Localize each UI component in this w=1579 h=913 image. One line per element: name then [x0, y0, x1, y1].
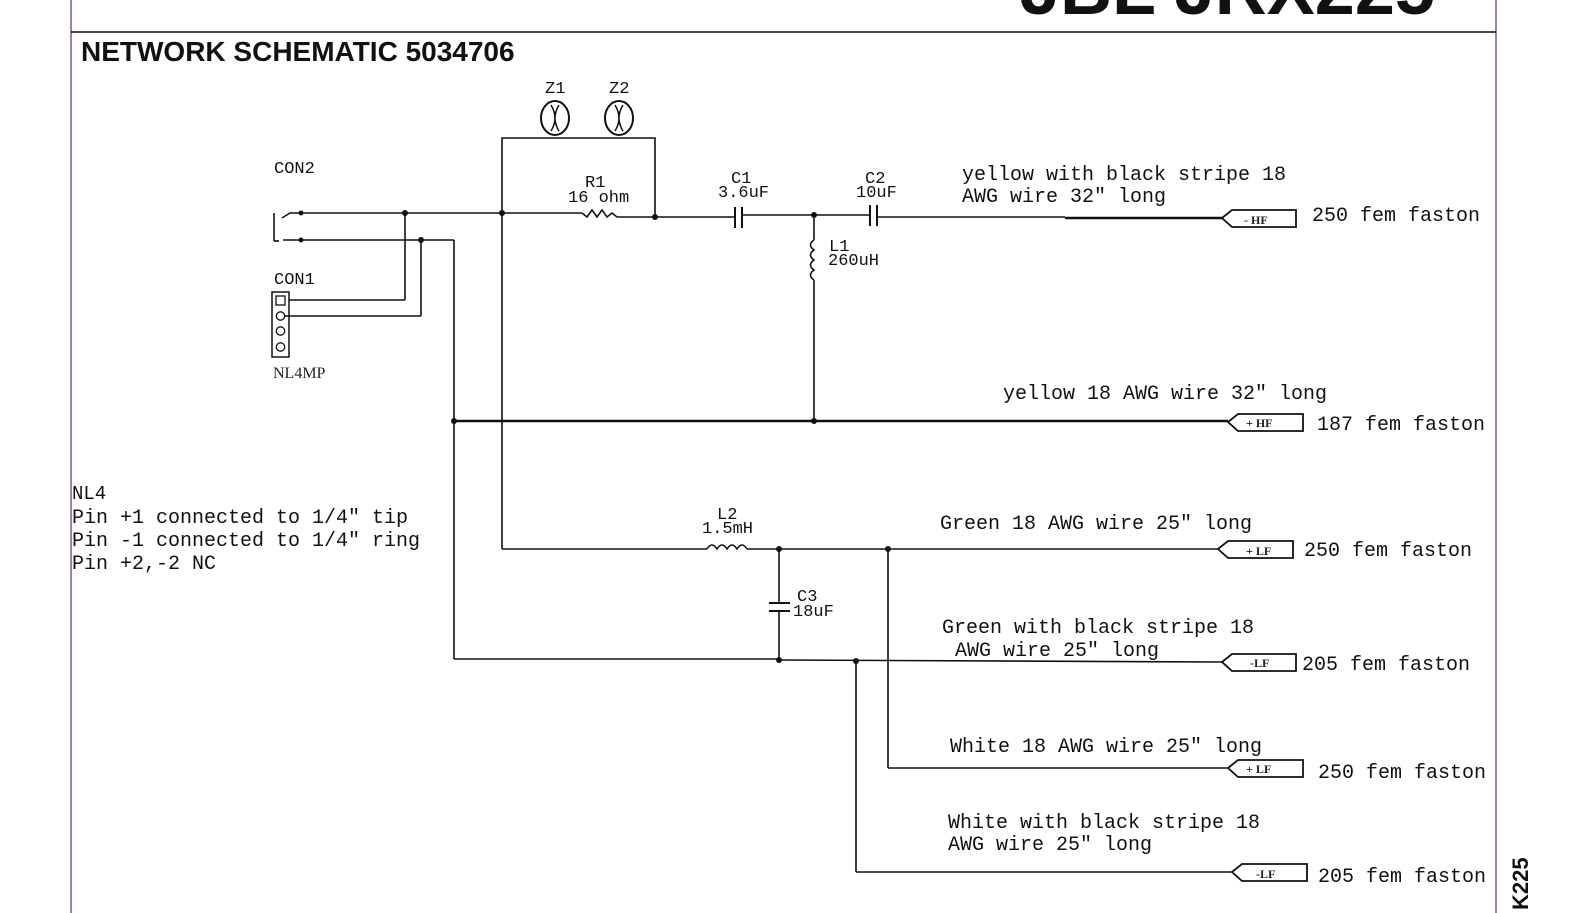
c1-name: C1 [731, 170, 751, 189]
con2-jack-symbol [273, 210, 304, 243]
z1-label: Z1 [545, 80, 565, 99]
notes-line1: Pin +1 connected to 1/4" tip [72, 507, 408, 530]
r1-name: R1 [585, 174, 605, 193]
l2-value: 1.5mH [702, 520, 753, 539]
faston-tag-hf-neg [1220, 209, 1297, 228]
banner-fragment: JBL JRX225 [1020, 0, 1435, 30]
faston-tag-hf-neg-label: - HF [1244, 213, 1268, 227]
wire-lf-neg-1-line2: AWG wire 25" long [955, 640, 1159, 663]
wire-lf-pos-2-line1: White 18 AWG wire 25" long [950, 736, 1262, 759]
faston-tag-lf-neg-1 [1220, 653, 1297, 672]
faston-tag-lf-pos-2 [1226, 759, 1304, 778]
l1-name: L1 [829, 238, 849, 257]
faston-tag-hf-pos-label: + HF [1246, 416, 1273, 430]
c3-name: C3 [797, 588, 817, 607]
wire-lf-neg-2-line1: White with black stripe 18 [948, 812, 1260, 835]
notes-line3: Pin +2,-2 NC [72, 553, 216, 576]
z2-lamp-symbol [604, 100, 634, 136]
con2-label: CON2 [274, 160, 315, 179]
notes-title: NL4 [72, 483, 106, 505]
con1-nl4-symbol [271, 291, 290, 358]
c2-name: C2 [865, 170, 885, 189]
faston-tag-lf-pos-2-label: + LF [1246, 762, 1271, 776]
terminal-lf-neg-1: 205 fem faston [1302, 654, 1470, 677]
l2-inductor-symbol [706, 544, 748, 551]
terminal-hf-pos: 187 fem faston [1317, 414, 1485, 437]
side-label: K225 [1508, 857, 1533, 910]
terminal-hf-neg: 250 fem faston [1312, 205, 1480, 228]
section-title: NETWORK SCHEMATIC 5034706 [81, 36, 515, 67]
terminal-lf-neg-2: 205 fem faston [1318, 866, 1486, 889]
faston-tag-lf-pos-1 [1216, 540, 1294, 559]
faston-tag-lf-neg-1-label: -LF [1250, 656, 1269, 670]
r1-value: 16 ohm [568, 189, 629, 208]
con1-part-label: NL4MP [273, 365, 326, 382]
l2-name: L2 [717, 506, 737, 525]
wire-lf-neg-2-line2: AWG wire 25" long [948, 834, 1152, 857]
faston-tag-hf-pos [1226, 413, 1304, 432]
wire-lf-pos-1-line1: Green 18 AWG wire 25" long [940, 513, 1252, 536]
faston-tag-lf-pos-1-label: + LF [1246, 544, 1271, 558]
c2-value: 10uF [856, 184, 897, 203]
terminal-lf-pos-2: 250 fem faston [1318, 762, 1486, 785]
z2-label: Z2 [609, 80, 629, 99]
wire-hf-neg-line1: yellow with black stripe 18 [962, 164, 1286, 187]
c3-capacitor-symbol [769, 602, 790, 612]
terminal-lf-pos-1: 250 fem faston [1304, 540, 1472, 563]
r1-resistor-symbol [581, 208, 655, 219]
l1-inductor-symbol [809, 239, 816, 281]
c3-value: 18uF [793, 603, 834, 622]
faston-tag-lf-neg-2-label: -LF [1256, 867, 1275, 881]
notes-line2: Pin -1 connected to 1/4" ring [72, 530, 420, 553]
l1-value: 260uH [828, 252, 879, 271]
z1-lamp-symbol [540, 100, 570, 136]
wire-hf-neg-line2: AWG wire 32" long [962, 186, 1166, 209]
c1-capacitor-symbol [734, 207, 743, 228]
c1-value: 3.6uF [718, 184, 769, 203]
wire-lf-neg-1-line1: Green with black stripe 18 [942, 617, 1254, 640]
c2-capacitor-symbol [869, 205, 878, 226]
wire-hf-pos-line1: yellow 18 AWG wire 32" long [1003, 383, 1327, 406]
faston-tag-lf-neg-2 [1230, 863, 1308, 882]
con1-label: CON1 [274, 271, 315, 290]
